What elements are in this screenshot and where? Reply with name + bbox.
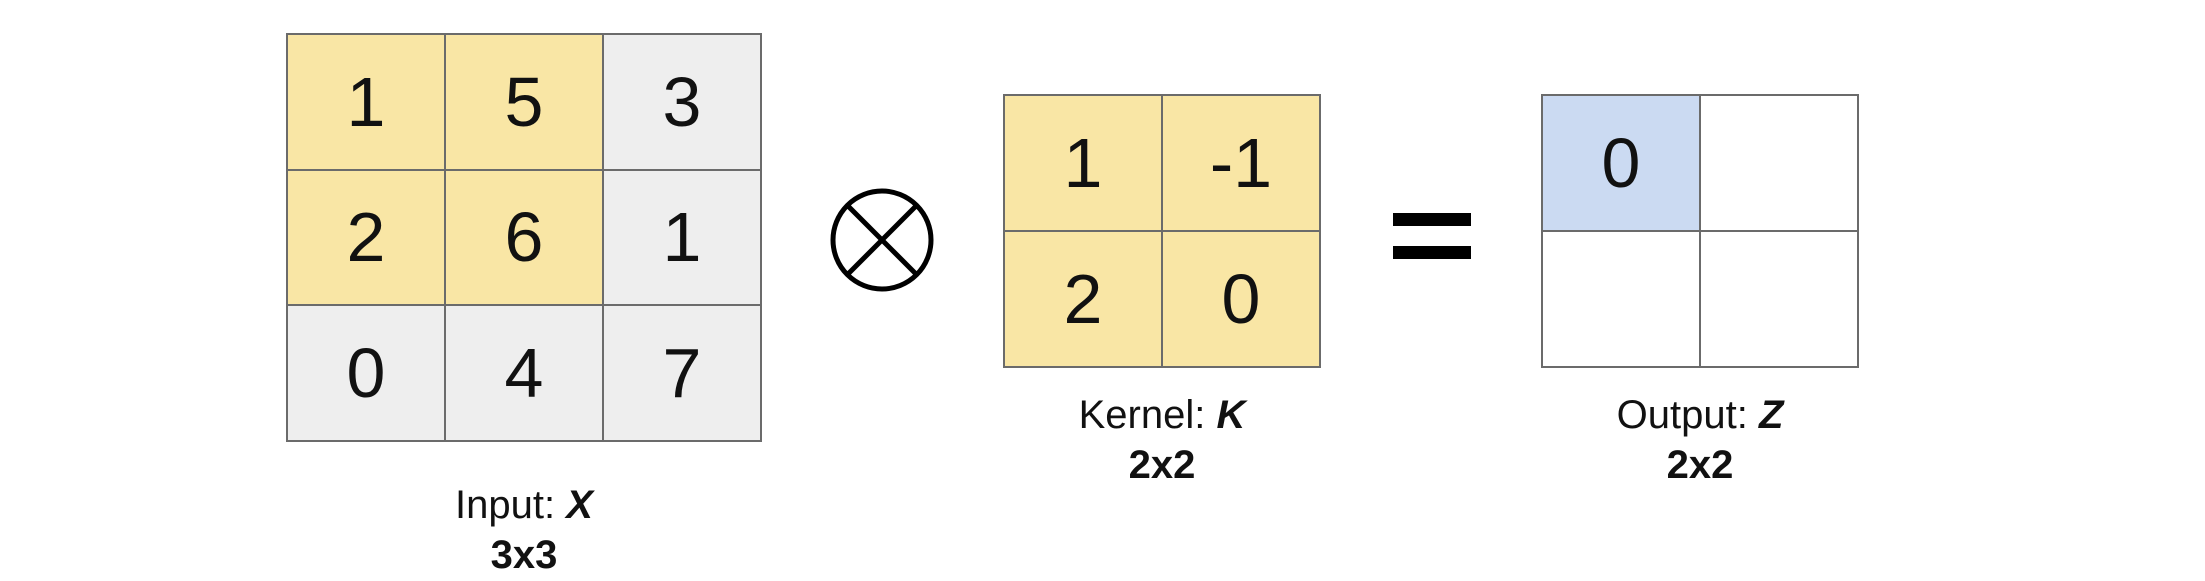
- output-caption: Output: Z 2x2: [1550, 390, 1850, 490]
- input-cell: 0: [288, 306, 446, 442]
- output-symbol: Z: [1758, 393, 1784, 437]
- input-cell: 5: [446, 35, 604, 171]
- kernel-label: Kernel:: [1078, 393, 1217, 437]
- equals-bar-bottom: [1393, 246, 1471, 259]
- input-caption: Input: X 3x3: [374, 480, 674, 580]
- convolution-operator-icon: [830, 188, 934, 292]
- input-label: Input:: [455, 483, 567, 527]
- output-cell: [1701, 96, 1859, 232]
- input-cell: 3: [604, 35, 762, 171]
- input-cell: 1: [288, 35, 446, 171]
- output-label: Output:: [1616, 393, 1759, 437]
- kernel-symbol: K: [1216, 393, 1246, 437]
- kernel-cell: 2: [1005, 232, 1163, 368]
- output-cell: [1701, 232, 1859, 368]
- input-cell: 4: [446, 306, 604, 442]
- kernel-cell: 1: [1005, 96, 1163, 232]
- input-symbol: X: [566, 483, 593, 527]
- input-cell: 6: [446, 170, 604, 307]
- input-cell: 7: [604, 306, 762, 442]
- input-label-line: Input: X: [374, 480, 674, 530]
- output-cell: 0: [1543, 96, 1701, 232]
- output-label-line: Output: Z: [1550, 390, 1850, 440]
- kernel-cell: 0: [1163, 232, 1321, 368]
- output-cell: [1543, 232, 1701, 368]
- kernel-dims: 2x2: [1128, 443, 1196, 487]
- output-dims: 2x2: [1666, 443, 1734, 487]
- equals-bar-top: [1393, 213, 1471, 226]
- input-cell: 1: [604, 170, 762, 307]
- input-cell: 2: [288, 170, 446, 307]
- input-dims: 3x3: [490, 533, 558, 577]
- kernel-cell: -1: [1163, 96, 1321, 232]
- kernel-caption: Kernel: K 2x2: [1012, 390, 1312, 490]
- input-matrix: 1 5 3 2 6 1 0 4 7: [286, 33, 762, 442]
- kernel-label-line: Kernel: K: [1012, 390, 1312, 440]
- output-matrix: 0: [1541, 94, 1859, 368]
- kernel-matrix: 1 -1 2 0: [1003, 94, 1321, 368]
